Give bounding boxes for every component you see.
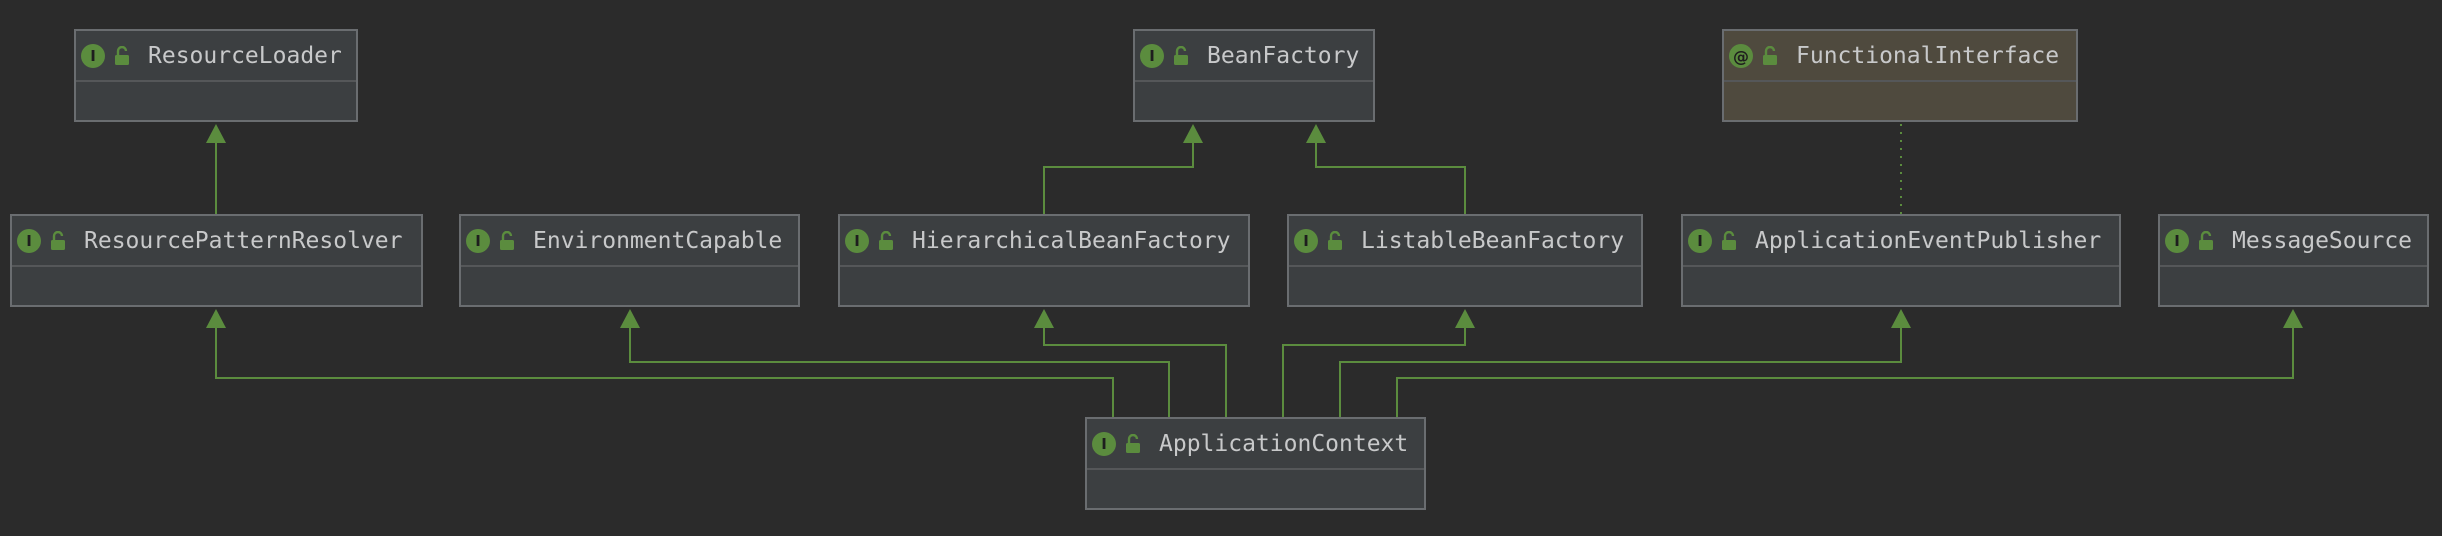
arrowhead-icon — [1306, 124, 1326, 143]
node-header: @ FunctionalInterface — [1724, 31, 2076, 82]
unlock-icon — [50, 231, 66, 251]
node-listable-bean-factory[interactable]: I ListableBeanFactory — [1287, 214, 1643, 307]
edge-application-context-to-resource-pattern-resolver — [215, 325, 1114, 417]
arrowhead-icon — [1034, 309, 1054, 328]
interface-icon: I — [1688, 229, 1712, 253]
unlock-icon — [1327, 231, 1343, 251]
node-name: ApplicationEventPublisher — [1755, 228, 2102, 254]
unlock-icon — [1721, 231, 1737, 251]
node-header: I BeanFactory — [1135, 31, 1373, 82]
edge-listable-bean-factory-to-bean-factory — [1315, 140, 1466, 214]
arrowhead-icon — [1455, 309, 1475, 328]
edge-application-context-to-listable-bean-factory — [1282, 325, 1466, 417]
node-header: I ResourceLoader — [76, 31, 356, 82]
edge-application-context-to-environment-capable — [629, 325, 1170, 417]
unlock-icon — [1173, 46, 1189, 66]
node-name: MessageSource — [2232, 228, 2413, 254]
interface-icon: I — [1294, 229, 1318, 253]
arrowhead-icon — [206, 124, 226, 143]
interface-icon: I — [845, 229, 869, 253]
node-name: HierarchicalBeanFactory — [912, 228, 1231, 254]
arrowhead-icon — [1891, 309, 1911, 328]
arrowhead-icon — [2283, 309, 2303, 328]
edge-application-context-to-application-event-publisher — [1339, 325, 1902, 417]
node-header: I ResourcePatternResolver — [12, 216, 421, 267]
node-header: I MessageSource — [2160, 216, 2427, 267]
unlock-icon — [878, 231, 894, 251]
node-name: EnvironmentCapable — [533, 228, 783, 254]
node-hierarchical-bean-factory[interactable]: I HierarchicalBeanFactory — [838, 214, 1250, 307]
arrowhead-icon — [1183, 124, 1203, 143]
node-name: BeanFactory — [1207, 43, 1360, 69]
node-bean-factory[interactable]: I BeanFactory — [1133, 29, 1375, 122]
node-header: I ApplicationEventPublisher — [1683, 216, 2119, 267]
annotation-icon: @ — [1729, 44, 1753, 68]
interface-icon: I — [1092, 432, 1116, 456]
unlock-icon — [1125, 434, 1141, 454]
interface-icon: I — [1140, 44, 1164, 68]
arrowhead-icon — [206, 309, 226, 328]
node-name: ResourceLoader — [148, 43, 342, 69]
node-name: ApplicationContext — [1159, 431, 1409, 457]
node-application-context[interactable]: I ApplicationContext — [1085, 417, 1426, 510]
interface-icon: I — [17, 229, 41, 253]
node-name: FunctionalInterface — [1796, 43, 2060, 69]
interface-icon: I — [466, 229, 490, 253]
edge-application-context-to-message-source — [1396, 325, 2294, 417]
node-header: I EnvironmentCapable — [461, 216, 798, 267]
node-header: I HierarchicalBeanFactory — [840, 216, 1248, 267]
unlock-icon — [1762, 46, 1778, 66]
node-functional-interface[interactable]: @ FunctionalInterface — [1722, 29, 2078, 122]
edge-hierarchical-bean-factory-to-bean-factory — [1043, 140, 1194, 214]
unlock-icon — [2198, 231, 2214, 251]
node-message-source[interactable]: I MessageSource — [2158, 214, 2429, 307]
node-header: I ListableBeanFactory — [1289, 216, 1641, 267]
node-name: ResourcePatternResolver — [84, 228, 403, 254]
interface-icon: I — [81, 44, 105, 68]
interface-icon: I — [2165, 229, 2189, 253]
edge-application-context-to-hierarchical-bean-factory — [1043, 325, 1227, 417]
node-name: ListableBeanFactory — [1361, 228, 1625, 254]
node-resource-loader[interactable]: I ResourceLoader — [74, 29, 358, 122]
node-resource-pattern-resolver[interactable]: I ResourcePatternResolver — [10, 214, 423, 307]
node-header: I ApplicationContext — [1087, 419, 1424, 470]
arrowhead-icon — [620, 309, 640, 328]
node-application-event-publisher[interactable]: I ApplicationEventPublisher — [1681, 214, 2121, 307]
unlock-icon — [114, 46, 130, 66]
unlock-icon — [499, 231, 515, 251]
node-environment-capable[interactable]: I EnvironmentCapable — [459, 214, 800, 307]
